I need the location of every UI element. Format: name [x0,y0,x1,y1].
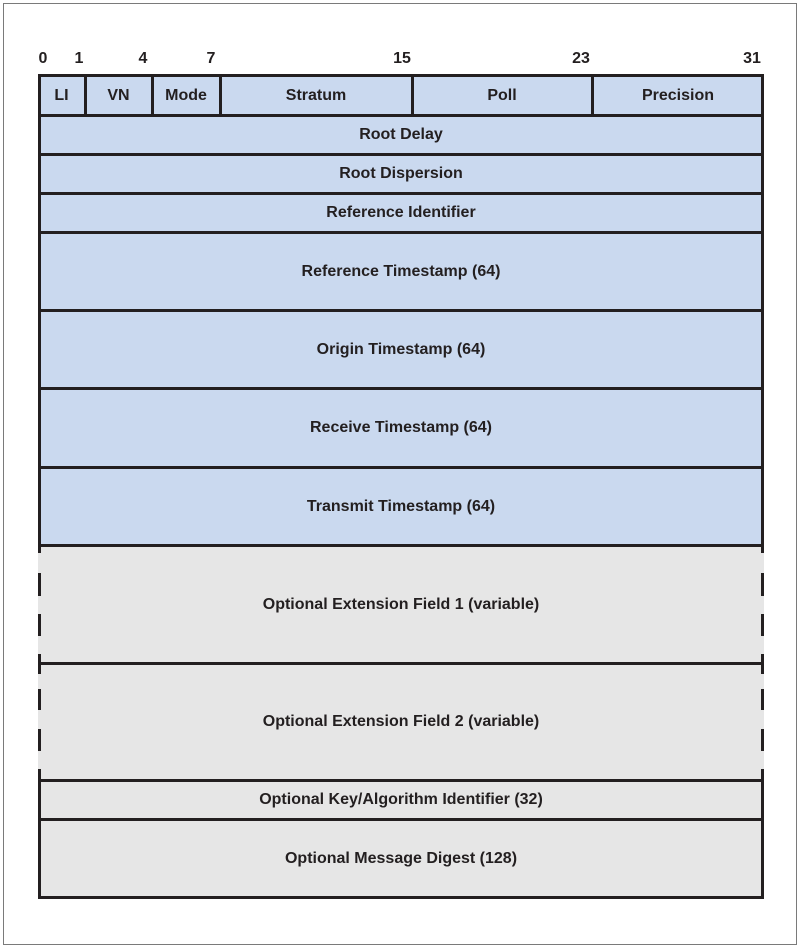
precision-field: Precision [641,87,715,104]
field-separator [411,74,414,116]
row-divider [38,309,764,312]
dashed-border-segment [761,614,764,636]
dashed-border-segment [38,689,41,710]
row-divider [38,466,764,469]
row-divider [38,779,764,782]
li-field: LI [54,87,69,104]
field-separator [591,74,594,116]
dashed-border-segment [38,654,41,674]
root-dispersion-field: Root Dispersion [38,154,764,194]
reference-identifier-field: Reference Identifier [38,193,764,233]
origin-timestamp-field: Origin Timestamp (64) [38,310,764,389]
dashed-border-segment [761,573,764,596]
right-border [761,779,764,899]
row-divider [38,192,764,195]
bit-label-4: 4 [138,50,148,67]
dashed-border-segment [761,729,764,751]
receive-timestamp-field: Receive Timestamp (64) [38,388,764,468]
left-border [38,74,41,547]
poll-field: Poll [487,87,517,104]
dashed-border-segment [38,573,41,596]
field-separator [151,74,154,116]
transmit-timestamp-field: Transmit Timestamp (64) [38,467,764,546]
dashed-border-segment [38,614,41,636]
extension-field-1: Optional Extension Field 1 (variable) [38,545,764,664]
bit-label-0: 0 [38,50,48,67]
root-delay-field: Root Delay [38,115,764,155]
row-divider [38,114,764,117]
bit-label-23: 23 [572,50,590,67]
left-border [38,779,41,899]
bit-label-1: 1 [74,50,84,67]
row-divider [38,818,764,821]
extension-field-2: Optional Extension Field 2 (variable) [38,663,764,781]
row-divider [38,896,764,899]
message-digest-field: Optional Message Digest (128) [38,819,764,899]
header-row-background [38,76,764,116]
reference-timestamp-field: Reference Timestamp (64) [38,232,764,311]
bit-label-15: 15 [393,50,411,67]
vn-field: VN [107,87,130,104]
row-divider [38,544,764,547]
dashed-border-segment [761,544,764,553]
dashed-border-segment [38,729,41,751]
right-border [761,74,764,547]
row-divider [38,231,764,234]
dashed-border-segment [38,769,41,781]
field-separator [219,74,222,116]
field-separator [84,74,87,116]
key-algorithm-identifier-field: Optional Key/Algorithm Identifier (32) [38,780,764,820]
row-divider [38,74,764,77]
bit-label-7: 7 [206,50,216,67]
bit-label-31: 31 [743,50,761,67]
dashed-border-segment [38,544,41,553]
dashed-border-segment [761,689,764,710]
row-divider [38,387,764,390]
dashed-border-segment [761,769,764,781]
mode-field: Mode [165,87,207,104]
dashed-border-segment [761,654,764,674]
row-divider [38,662,764,665]
stratum-field: Stratum [285,87,347,104]
diagram-frame [3,3,797,945]
row-divider [38,153,764,156]
